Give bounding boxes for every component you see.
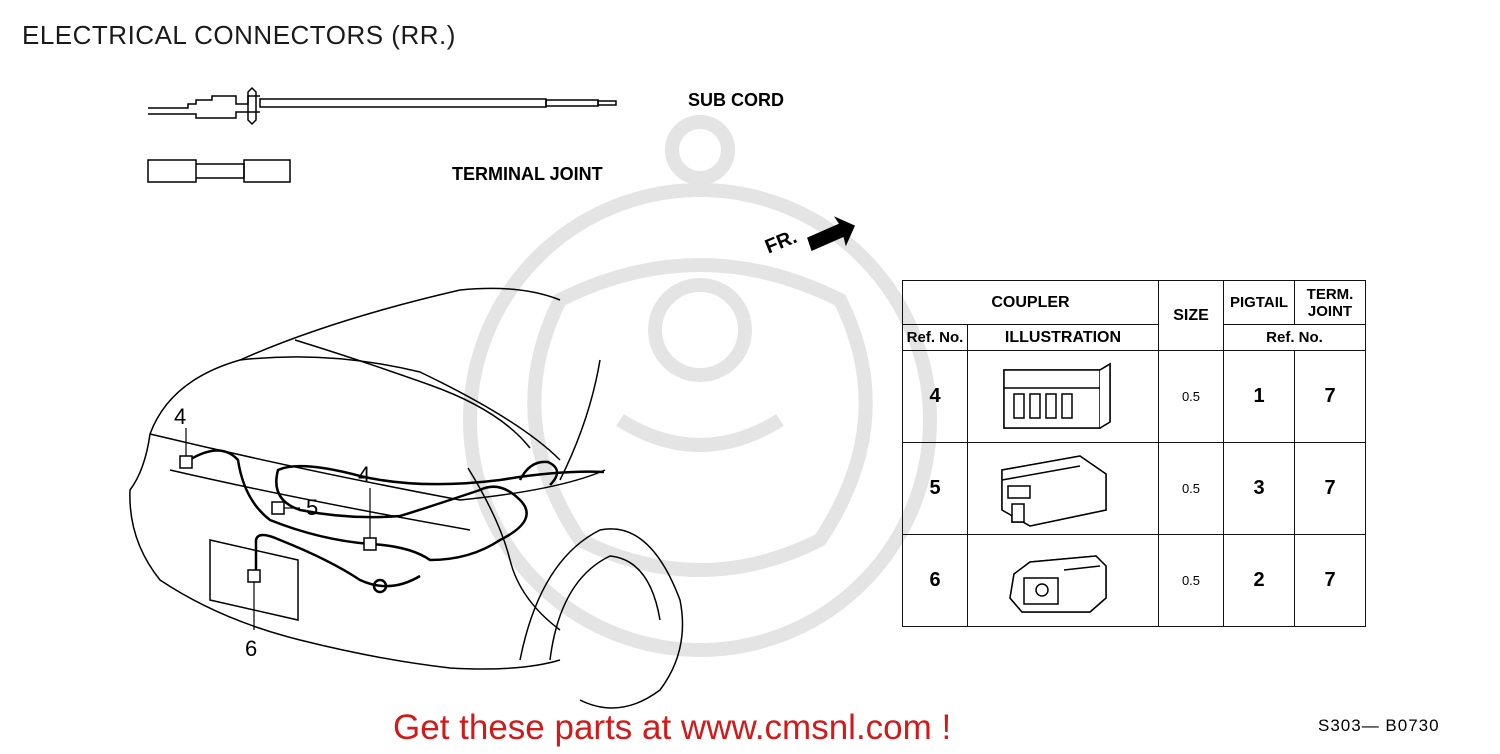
header-ref-no-group: Ref. No. — [1223, 324, 1366, 351]
row-pigtail: 3 — [1223, 442, 1295, 535]
connector-table: COUPLER SIZE PIGTAIL TERM. JOINT Ref. No… — [902, 280, 1366, 627]
callout-6: 6 — [245, 636, 258, 661]
sub-cord-label: SUB CORD — [688, 90, 785, 110]
row-term-joint: 7 — [1294, 534, 1366, 627]
row-term-joint: 7 — [1294, 442, 1366, 535]
header-illustration: ILLUSTRATION — [967, 324, 1159, 351]
header-pigtail: PIGTAIL — [1223, 280, 1295, 325]
sub-cord-drawing — [148, 86, 617, 126]
row-ref: 4 — [902, 350, 968, 443]
callout-5: 5 — [306, 495, 319, 520]
row-size: 0.5 — [1158, 534, 1224, 627]
connector-4-right — [363, 537, 377, 551]
page-title: ELECTRICAL CONNECTORS (RR.) — [22, 20, 456, 50]
car-rear-drawing — [129, 287, 684, 709]
row-size: 0.5 — [1158, 350, 1224, 443]
table-row: 4 0.5 1 7 — [902, 350, 1366, 443]
connector-6 — [247, 569, 261, 583]
row-term-joint: 7 — [1294, 350, 1366, 443]
row-size: 0.5 — [1158, 442, 1224, 535]
connector-4-left — [179, 455, 193, 469]
front-arrow — [807, 216, 855, 252]
header-coupler: COUPLER — [902, 280, 1159, 325]
row-ref: 5 — [902, 442, 968, 535]
header-ref-no: Ref. No. — [902, 324, 968, 351]
connector-5 — [271, 501, 285, 515]
header-size: SIZE — [1158, 280, 1224, 351]
callout-4-left: 4 — [174, 404, 187, 429]
row-pigtail: 2 — [1223, 534, 1295, 627]
header-term-joint: TERM. JOINT — [1294, 280, 1366, 325]
diagram-code: S303— B0730 — [1318, 716, 1440, 735]
row-illustration — [967, 442, 1159, 535]
row-pigtail: 1 — [1223, 350, 1295, 443]
table-row: 5 0.5 3 7 — [902, 442, 1366, 535]
row-illustration — [967, 350, 1159, 443]
cmsnl-link[interactable]: Get these parts at www.cmsnl.com ! — [393, 708, 952, 747]
row-ref: 6 — [902, 534, 968, 627]
row-illustration — [967, 534, 1159, 627]
terminal-joint-drawing — [147, 159, 291, 183]
table-row: 6 0.5 2 7 — [902, 534, 1366, 627]
callout-4-right: 4 — [358, 462, 371, 487]
wire-harness — [185, 449, 605, 594]
terminal-joint-label: TERMINAL JOINT — [452, 164, 603, 184]
